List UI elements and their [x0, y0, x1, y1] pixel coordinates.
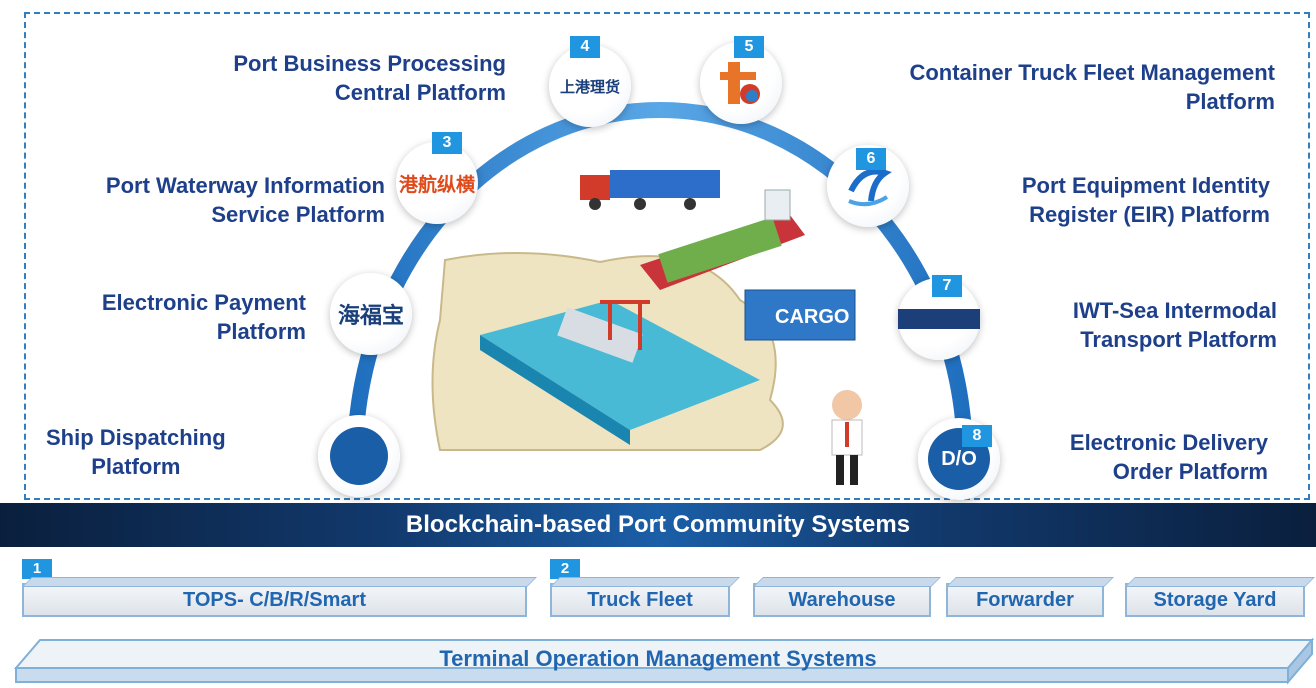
foundation-slab: [13, 638, 1315, 685]
port-dock: [480, 300, 760, 430]
person-tie: [845, 422, 849, 447]
iwt-sea-logo-icon: [898, 309, 980, 329]
cargo-label: CARGO: [775, 306, 849, 328]
badge-3: 3: [432, 132, 462, 154]
node-electronic-payment: 海福宝: [330, 273, 412, 355]
node-port-waterway: 港航纵横: [396, 142, 478, 224]
port-waterway-logo: 港航纵横: [398, 173, 475, 196]
node-ship-dispatching: [318, 415, 400, 497]
system-box-top: [550, 577, 740, 587]
blockchain-banner: [0, 503, 1316, 547]
port-business-logo: 上港理货: [559, 77, 620, 96]
person-leg: [850, 455, 858, 485]
node-port-business: 上港理货: [549, 45, 631, 127]
badge-7: 7: [932, 275, 962, 297]
container-ship-bridge: [764, 189, 791, 221]
badge-4: 4: [570, 36, 600, 58]
system-warehouse-label: Warehouse: [788, 589, 896, 611]
person-leg: [836, 455, 844, 485]
ship-dispatching-logo-icon: [330, 427, 388, 485]
container-ship-cargo: [658, 217, 782, 283]
system-truck-fleet-label: Truck Fleet: [587, 589, 693, 611]
truck-trailer: [610, 170, 720, 198]
truck-cab: [580, 175, 610, 200]
system-tops: TOPS- C/B/R/Smart: [22, 577, 537, 617]
port-equipment-logo-icon: [848, 168, 892, 207]
system-warehouse: Warehouse: [753, 577, 941, 617]
badge-1: 1: [22, 559, 52, 579]
system-box-top: [22, 577, 537, 587]
cargo-container: [744, 289, 856, 341]
badge-6: 6: [856, 148, 886, 170]
system-truck-fleet: Truck Fleet: [550, 577, 740, 617]
badge-8: 8: [962, 425, 992, 447]
electronic-payment-logo: 海福宝: [337, 304, 404, 329]
foundation-title: Terminal Operation Management Systems: [439, 646, 877, 671]
system-box-top: [753, 577, 941, 587]
port-terminal: [557, 307, 643, 363]
system-box-top: [1125, 577, 1315, 587]
container-truck-logo-icon: [720, 62, 760, 104]
truck-wheel: [684, 198, 696, 210]
blockchain-banner-title: Blockchain-based Port Community Systems: [405, 511, 911, 538]
truck-wheel: [634, 198, 646, 210]
badge-5: 5: [734, 36, 764, 58]
system-tops-label: TOPS- C/B/R/Smart: [183, 589, 366, 611]
system-forwarder: Forwarder: [946, 577, 1114, 617]
system-storage-yard: Storage Yard: [1125, 577, 1315, 617]
port-dock-side: [480, 335, 630, 445]
pcs-frame: [24, 12, 1310, 500]
system-box-top: [946, 577, 1114, 587]
truck-wheel: [589, 198, 601, 210]
badge-2: 2: [550, 559, 580, 579]
system-forwarder-label: Forwarder: [976, 589, 1074, 611]
system-storage-yard-label: Storage Yard: [1153, 589, 1277, 611]
person-head: [832, 390, 862, 420]
